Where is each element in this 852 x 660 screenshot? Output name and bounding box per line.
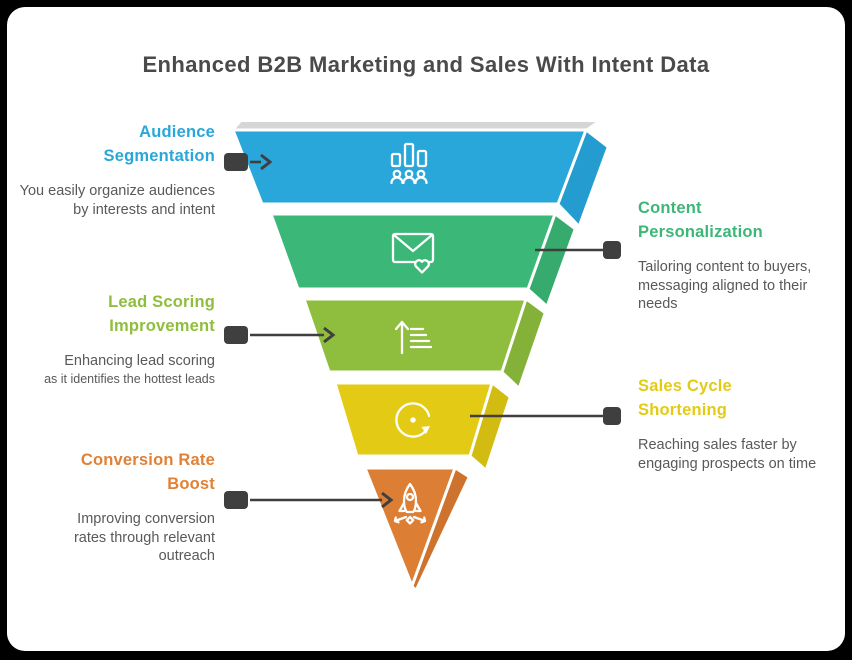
annotation-heading: Content Personalization [638, 196, 848, 244]
annotation-description: Tailoring content to buyers, messaging a… [638, 258, 848, 314]
page-title: Enhanced B2B Marketing and Sales With In… [142, 52, 710, 77]
funnel-stage-content-personalization [269, 211, 577, 309]
description-line: by interests and intent [73, 201, 215, 218]
annotation-description: Enhancing lead scoring as it identifies … [0, 352, 215, 387]
heading-line: Improvement [109, 317, 215, 335]
description-line: rates through relevant [73, 529, 215, 546]
bar-chart-people-icon [390, 142, 428, 185]
heading-line: Shortening [638, 401, 728, 419]
annotation-description: Improving conversion rates through relev… [0, 510, 215, 566]
annotation-content-personalization: Content Personalization Tailoring conten… [638, 196, 848, 314]
cycle-arrow-icon [395, 402, 431, 438]
description-line: messaging aligned to their [638, 277, 808, 294]
description-line: Enhancing lead scoring [64, 353, 215, 369]
description-line: Reaching sales faster by [638, 437, 797, 453]
funnel-stage-conversion-rate-boost [363, 466, 471, 593]
heading-line: Segmentation [103, 147, 215, 165]
envelope-heart-icon [391, 232, 435, 274]
left-arrow-conversion [224, 491, 394, 509]
left-arrow-lead-scoring [224, 326, 336, 344]
right-connector-sales-cycle [470, 407, 621, 425]
funnel-stage-lead-scoring [302, 296, 547, 391]
annotation-heading: Audience Segmentation [0, 120, 215, 168]
description-line: Tailoring content to buyers, [638, 259, 812, 275]
heading-line: Boost [167, 475, 215, 493]
heading-line: Content [638, 199, 702, 217]
annotation-heading: Lead Scoring Improvement [0, 290, 215, 338]
description-line: Improving conversion [77, 511, 215, 527]
annotation-description: You easily organize audiences by interes… [0, 182, 215, 219]
heading-line: Conversion Rate [80, 451, 215, 469]
annotation-sales-cycle: Sales Cycle Shortening Reaching sales fa… [638, 374, 848, 473]
description-line: as it identifies the hottest leads [44, 371, 215, 386]
rocket-launch-icon [393, 482, 427, 525]
heading-line: Lead Scoring [108, 293, 215, 311]
annotation-heading: Sales Cycle Shortening [638, 374, 848, 422]
connector-arrows [224, 153, 621, 509]
annotation-conversion-rate: Conversion Rate Boost Improving conversi… [0, 448, 215, 566]
heading-line: Personalization [638, 223, 763, 241]
left-arrow-audience [224, 153, 273, 171]
annotation-heading: Conversion Rate Boost [0, 448, 215, 496]
description-line: outreach [158, 548, 215, 564]
description-line: engaging prospects on time [638, 455, 817, 472]
funnel-stage-audience-segmentation [230, 120, 610, 229]
heading-line: Audience [139, 123, 215, 141]
annotation-description: Reaching sales faster by engaging prospe… [638, 436, 848, 473]
annotation-lead-scoring: Lead Scoring Improvement Enhancing lead … [0, 290, 215, 387]
right-connector-content [535, 241, 621, 259]
description-line: You easily organize audiences [19, 183, 215, 199]
heading-line: Sales Cycle [638, 377, 732, 395]
funnel-stage-sales-cycle-shortening [333, 380, 512, 473]
ranking-arrow-icon [394, 320, 433, 355]
description-line: needs [638, 296, 678, 312]
annotation-audience-segmentation: Audience Segmentation You easily organiz… [0, 120, 215, 219]
